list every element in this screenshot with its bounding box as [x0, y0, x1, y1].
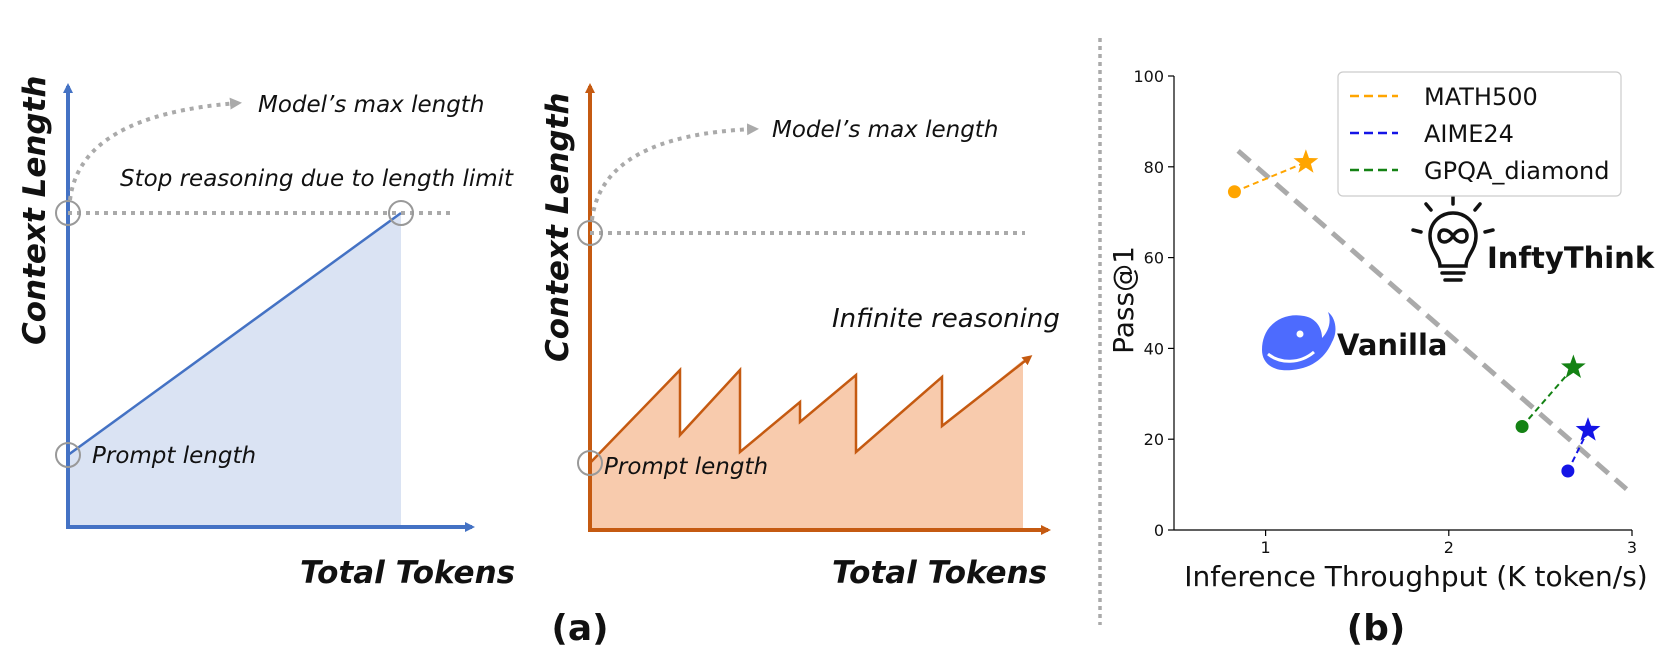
- legend-label: AIME24: [1424, 120, 1514, 148]
- legend-label: GPQA_diamond: [1424, 157, 1610, 185]
- point-vanilla-math500: [1227, 185, 1241, 199]
- whale-icon: [1262, 312, 1336, 371]
- right-max-length-arrow: [590, 123, 759, 221]
- left-prompt-label: Prompt length: [92, 443, 256, 469]
- right-y-axis-label: Context Length: [540, 93, 576, 363]
- vanilla-label: Vanilla: [1337, 328, 1447, 362]
- point-inftythink-math500: [1293, 149, 1319, 173]
- inftythink-label: InftyThink: [1487, 241, 1655, 275]
- left-stop-marker: [388, 200, 414, 226]
- series-link-math500: [1234, 161, 1307, 193]
- left-max-length-arrow: [68, 97, 242, 201]
- panel-b-chart: 1 2 3 0 20 40 60 80 100 Vanilla InftyThink MATH5…: [1107, 67, 1655, 593]
- panel-a-left-diagram: Model’s max length Stop reasoning due to…: [17, 76, 515, 592]
- left-x-axis-label: Total Tokens: [300, 555, 515, 591]
- y-tick-label: 40: [1144, 339, 1164, 358]
- x-tick-label: 1: [1261, 538, 1271, 557]
- right-max-length-marker: [577, 220, 603, 246]
- legend-label: MATH500: [1424, 83, 1538, 111]
- right-x-axis-label: Total Tokens: [832, 555, 1047, 591]
- series-link-gpqa_diamond: [1521, 366, 1575, 428]
- panel-b-caption: (b): [1347, 608, 1406, 649]
- panel-a-caption: (a): [551, 608, 608, 649]
- x-tick-label: 2: [1444, 538, 1454, 557]
- lightbulb-infinity-icon: [1411, 195, 1495, 282]
- y-tick-label: 80: [1144, 158, 1164, 177]
- point-vanilla-gpqa_diamond: [1515, 419, 1529, 433]
- left-stop-label: Stop reasoning due to length limit: [120, 166, 514, 192]
- point-inftythink-aime24: [1575, 417, 1601, 441]
- y-tick-label: 0: [1154, 521, 1164, 540]
- left-prompt-marker: [55, 442, 81, 468]
- right-context-area: [590, 360, 1023, 528]
- y-tick-label: 20: [1144, 430, 1164, 449]
- point-vanilla-aime24: [1561, 464, 1575, 478]
- panel-a-right-diagram: Model’s max length Infinite reasoning Pr…: [540, 83, 1060, 591]
- series-link-aime24: [1566, 429, 1589, 472]
- y-tick-label: 60: [1144, 249, 1164, 268]
- point-inftythink-gpqa_diamond: [1561, 354, 1586, 378]
- x-tick-label: 3: [1627, 538, 1637, 557]
- right-sawtooth-line: [589, 355, 1033, 464]
- right-prompt-label: Prompt length: [604, 454, 768, 480]
- left-context-area: [68, 213, 401, 525]
- chart-series: [1227, 149, 1601, 478]
- left-max-length-label: Model’s max length: [258, 92, 484, 118]
- y-axis-label: Pass@1: [1107, 246, 1140, 354]
- right-max-length-label: Model’s max length: [772, 117, 998, 143]
- right-infinite-label: Infinite reasoning: [832, 304, 1060, 334]
- y-tick-label: 100: [1133, 67, 1164, 86]
- right-prompt-marker: [577, 450, 603, 476]
- left-y-axis-label: Context Length: [17, 76, 53, 346]
- left-growth-line: [67, 211, 402, 457]
- legend-frame: [1337, 71, 1622, 197]
- x-axis-label: Inference Throughput (K token/s): [1184, 560, 1647, 593]
- left-max-length-marker: [55, 200, 81, 226]
- trend-line: [1236, 149, 1629, 492]
- chart-axes: 1 2 3 0 20 40 60 80 100: [1133, 67, 1637, 557]
